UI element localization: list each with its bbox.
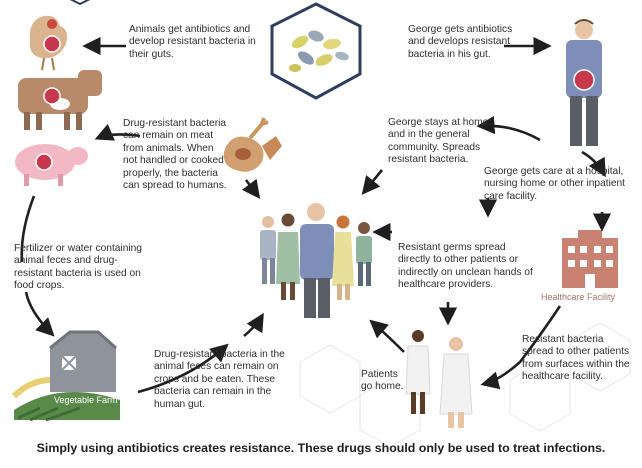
text-patients-go-home: Patients go home. [361,369,404,393]
arrow-home-to-community [361,169,384,195]
vegetable-farm-label: Vegetable Farm [54,395,118,405]
text-fertilizer-water: Fertilizer or water containing animal fe… [14,243,142,292]
healthcare-facility-label: Healthcare Facility [541,292,616,302]
antibiotics-hexagon-icon [270,2,362,100]
text-crops-eaten: Drug-resistant bacteria in the animal fe… [154,349,285,410]
text-surfaces-spread: Resistant bacteria spread to other patie… [522,334,630,383]
flow-arrows [20,36,612,394]
text-animals-get-antibiotics: Animals get antibiotics and develop resi… [129,24,256,60]
text-meat-bacteria: Drug-resistant bacteria can remain on me… [123,118,227,192]
arrow-farm-to-crops-text [137,343,229,394]
arrow-crops-to-community [243,312,264,337]
arrow-george-to-hospital [581,150,606,178]
arrow-pig-to-fertilizer-line [20,195,36,263]
bottom-caption: Simply using antibiotics creates resista… [36,441,606,455]
arrow-meat-to-community [241,178,261,199]
george-figure-icon [566,19,602,146]
background-hexagons [299,322,631,448]
healthcare-facility-icon [562,230,618,288]
text-george-gets-care: George gets care at a hospital, nursing … [484,166,626,202]
partial-hexagon [69,0,91,6]
text-george-stays-home: George stays at home and in the general … [388,117,489,166]
cow-icon [18,70,102,130]
pig-icon [15,144,88,186]
arrow-surfaces-to-patients [480,305,562,390]
patients-icon [405,330,473,428]
gut-icon [43,35,61,53]
meat-icon [223,117,282,172]
text-george-gets-antibiotics: George gets antibiotics and develops res… [408,24,513,60]
vegetable-farm-icon [11,330,120,422]
chicken-icon [29,15,68,71]
text-germs-spread: Resistant germs spread directly to other… [398,242,533,291]
arrow-fertilizer-to-farm [24,291,55,337]
arrow-animals-to-meat [94,123,141,141]
community-group-icon [260,203,372,318]
arrow-patients-to-community [369,319,405,353]
arrow-george-to-home [476,116,541,142]
